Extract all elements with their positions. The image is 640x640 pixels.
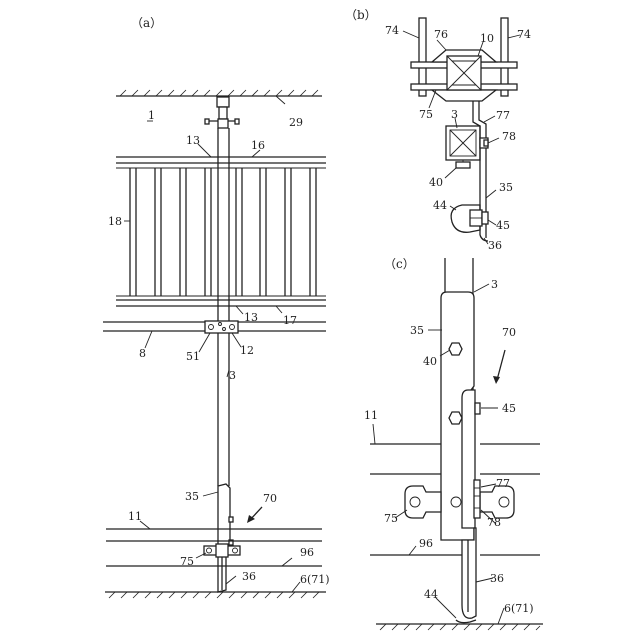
label-35-side: 35: [410, 324, 424, 337]
label-29: 29: [289, 116, 303, 129]
label-70-side: 70: [502, 326, 516, 339]
label-6-71: 6(71): [300, 573, 330, 586]
label-78: 78: [502, 130, 516, 143]
label-40-side: 40: [423, 355, 437, 368]
label-45-side: 45: [502, 402, 516, 415]
label-74-left: 74: [385, 24, 399, 37]
label-96: 96: [300, 546, 314, 559]
pole-3: [218, 128, 229, 486]
label-77: 77: [496, 109, 510, 122]
label-77-side: 77: [496, 477, 510, 490]
label-3: 3: [229, 369, 236, 382]
railing: [103, 157, 326, 333]
panel-c-label: （c）: [384, 257, 415, 271]
label-13-bottom: 13: [244, 311, 258, 324]
arrow-70: [247, 507, 262, 523]
label-96-side: 96: [419, 537, 433, 550]
label-6-71-side: 6(71): [504, 602, 534, 615]
label-36: 36: [488, 239, 502, 252]
label-78-side: 78: [487, 516, 501, 529]
label-75-side: 75: [384, 512, 398, 525]
label-44: 44: [433, 199, 447, 212]
label-75: 75: [419, 108, 433, 121]
arrow-70-side: [493, 350, 505, 384]
label-44-side: 44: [424, 588, 438, 601]
lower-leg-36: [456, 528, 476, 623]
label-16: 16: [251, 139, 265, 152]
label-45: 45: [496, 219, 510, 232]
label-3-side: 3: [491, 278, 498, 291]
label-8: 8: [139, 347, 146, 360]
label-17: 17: [283, 314, 297, 327]
lower-section: [451, 198, 488, 241]
label-18: 18: [108, 215, 122, 228]
label-70: 70: [263, 492, 277, 505]
ceiling-29: [116, 90, 322, 96]
panel-a: （a）: [103, 16, 330, 598]
panel-b-label: （b）: [345, 8, 377, 22]
label-1: 1: [148, 109, 155, 122]
label-76: 76: [434, 28, 448, 41]
bracket-70: [218, 484, 233, 592]
label-10: 10: [480, 32, 494, 45]
label-36-side: 36: [490, 572, 504, 585]
panel-b: （b）: [345, 8, 531, 252]
leader-lines-c: [373, 284, 504, 624]
label-74-right: 74: [517, 28, 531, 41]
leader-lines-a: [124, 96, 300, 592]
label-51: 51: [186, 350, 200, 363]
pole-3-section: [446, 126, 480, 168]
label-36: 36: [242, 570, 256, 583]
panel-a-label: （a）: [131, 16, 162, 30]
label-13-top: 13: [186, 134, 200, 147]
label-3: 3: [451, 108, 458, 121]
label-11-side: 11: [364, 409, 378, 422]
label-35: 35: [185, 490, 199, 503]
label-35: 35: [499, 181, 513, 194]
floor-6-71: [105, 592, 326, 598]
label-12: 12: [240, 344, 254, 357]
label-40: 40: [429, 176, 443, 189]
top-fitting: [205, 97, 239, 128]
label-11: 11: [128, 510, 142, 523]
panel-c: （c）: [364, 257, 543, 630]
label-75: 75: [180, 555, 194, 568]
floor-side: [376, 624, 543, 630]
